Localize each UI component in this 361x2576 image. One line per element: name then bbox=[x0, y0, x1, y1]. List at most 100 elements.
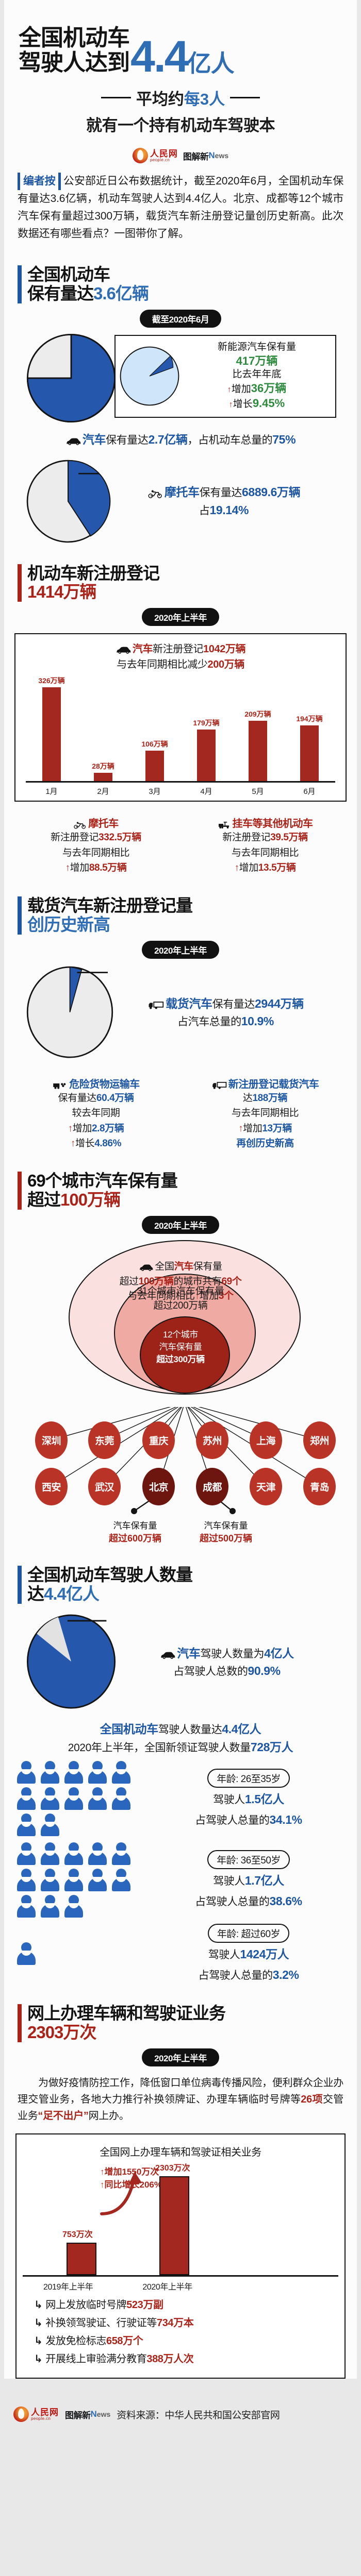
people-logo-en-footer: people.cn bbox=[31, 2416, 51, 2421]
dangerous-goods-title-row: 危险货物运输车 bbox=[12, 1076, 179, 1091]
city-node[interactable]: 苏州 bbox=[196, 1421, 228, 1460]
city-footnotes: 汽车保有量超过600万辆 汽车保有量超过500万辆 bbox=[4, 1520, 357, 1545]
city-node[interactable]: 青岛 bbox=[303, 1468, 336, 1506]
monthly-chart-yoy-pre: 与去年同期相比减少 bbox=[117, 659, 208, 671]
online-chart-title: 全国网上办理车辆和驾驶证相关业务 bbox=[100, 2147, 261, 2159]
section4-date-pill: 2020年上半年 bbox=[142, 1216, 219, 1234]
dg-line2: 较去年同期 bbox=[72, 1108, 120, 1119]
bar-value-label: 209万辆 bbox=[244, 710, 271, 719]
driver-mid: 驾驶人数量为 bbox=[200, 1648, 265, 1660]
driver-pie-chart bbox=[26, 1614, 116, 1709]
bar-column: 106万辆 bbox=[129, 739, 180, 782]
section3-heading-text: 载货汽车新注册登记量 创历史新高 bbox=[27, 896, 193, 935]
section5-heading: 全国机动车驾驶人数量 达4.4亿人 bbox=[18, 1565, 343, 1604]
bullet-text: 网上发放临时号牌 bbox=[45, 2299, 127, 2311]
venn-100w-l3b: 增加 bbox=[199, 1291, 219, 1302]
section2-heading-line2: 1414万辆 bbox=[27, 582, 159, 602]
truck-icon-2 bbox=[211, 1081, 227, 1090]
online-delta-1: ↑增加1550万次 bbox=[100, 2166, 162, 2179]
section5-heading-text: 全国机动车驾驶人数量 达4.4亿人 bbox=[27, 1565, 193, 1604]
bar-category-label: 2019年上半年 bbox=[43, 2283, 93, 2292]
section6-heading-bar bbox=[18, 2004, 22, 2043]
editor-note-tag: 编者按 bbox=[18, 173, 61, 191]
hero-title-line1: 全国机动车 bbox=[19, 25, 130, 50]
bar-category-label: 1月 bbox=[45, 787, 58, 796]
section6-date-pill: 2020年上半年 bbox=[142, 2048, 219, 2067]
person-icon bbox=[17, 1895, 36, 1918]
section3-heading: 载货汽车新注册登记量 创历史新高 bbox=[18, 896, 343, 935]
city-node[interactable]: 重庆 bbox=[142, 1421, 175, 1460]
new-energy-increase-pre: 增加 bbox=[231, 383, 251, 395]
editor-note-section: 编者按公安部近日公布数据统计，截至2020年6月，全国机动车保有量达3.6亿辆，… bbox=[4, 166, 357, 256]
section2-date-pill: 2020年上半年 bbox=[142, 608, 219, 626]
moto-pie-row: 摩托车保有量达6889.6万辆 占19.14% bbox=[18, 456, 343, 545]
motorcycle-share-line: 占19.14% bbox=[111, 501, 336, 519]
up-arrow-icon-8: ↑ bbox=[194, 1291, 200, 1302]
section6-heading-line1: 网上办理车辆和驾驶证业务 bbox=[27, 2004, 226, 2023]
age-group-count: 驾驶人1.5亿人 bbox=[213, 1792, 284, 1806]
section1-heading-bar bbox=[18, 265, 22, 303]
section-online-services: 网上办理车辆和驾驶证业务 2303万次 2020年上半年 bbox=[4, 1987, 357, 2071]
city-node[interactable]: 深圳 bbox=[35, 1421, 68, 1460]
venn-300w-line2: 汽车保有量 bbox=[159, 1342, 202, 1352]
city-node[interactable]: 西安 bbox=[35, 1468, 68, 1506]
age-group-info: 年龄: 超过60岁驾驶人1424万人占驾驶人总量的3.2% bbox=[153, 1924, 344, 1984]
section5-heading-line2b: 4.4亿人 bbox=[44, 1584, 100, 1604]
hero-big-number-wrap: 4.4亿人 bbox=[130, 35, 235, 79]
trailer-registration-col: 挂车等其他机动车 新注册登记39.5万辆 与去年同期相比 ↑增加13.5万辆 bbox=[182, 815, 349, 875]
car-icon-2 bbox=[116, 646, 131, 654]
person-icon bbox=[64, 1869, 84, 1892]
city-node[interactable]: 郑州 bbox=[303, 1421, 336, 1460]
age-range-pill: 年龄: 36至50岁 bbox=[207, 1850, 290, 1870]
section4-heading-line2a: 超过 bbox=[27, 1190, 61, 1210]
trailer-reg-line1: 新注册登记39.5万辆 bbox=[182, 830, 349, 845]
nf-line1-pre: 达 bbox=[242, 1092, 253, 1104]
bullet-value: 388万人次 bbox=[146, 2353, 194, 2365]
trailer-reg-line3-val: 13.5万辆 bbox=[258, 862, 296, 874]
city-node[interactable]: 东莞 bbox=[88, 1421, 121, 1460]
section3-twocol: 危险货物运输车 保有量达60.4万辆 较去年同期 ↑增加2.8万辆 ↑增长4.8… bbox=[4, 1062, 357, 1155]
venn-100w-line2: 超过100万辆的城市共有69个 bbox=[4, 1275, 357, 1290]
bar-column: 194万辆 bbox=[284, 714, 335, 782]
venn-300w-line3: 超过300万辆 bbox=[156, 1354, 205, 1364]
moto-reg-line1-pre: 新注册登记 bbox=[51, 832, 99, 843]
bar-category-label: 2月 bbox=[97, 787, 109, 796]
up-arrow-icon-5: ↑ bbox=[68, 1123, 73, 1134]
bar bbox=[159, 2176, 189, 2276]
city-node[interactable]: 成都 bbox=[196, 1468, 228, 1506]
bullet-item: ↳网上发放临时号牌523万副 bbox=[34, 2296, 335, 2314]
new-energy-pie-chart bbox=[120, 346, 179, 406]
new-energy-label: 新能源汽车保有量 bbox=[217, 342, 296, 352]
person-icon bbox=[64, 1787, 84, 1810]
motorcycle-pie-chart bbox=[26, 460, 111, 543]
hero-section: 全国机动车 驾驶人达到 4.4亿人 平均约每3人 就有一个持有机动车驾驶本 bbox=[4, 0, 357, 141]
venn-100w-l2a: 超过 bbox=[119, 1276, 139, 1287]
bar bbox=[145, 751, 164, 782]
person-icon bbox=[111, 1842, 131, 1866]
arrow-down-right-icon: ↳ bbox=[34, 2335, 43, 2347]
online-para-b: 26项 bbox=[301, 2094, 323, 2106]
dg-line3-val: 2.8万辆 bbox=[91, 1123, 124, 1134]
hero-title-line2: 驾驶人达到 bbox=[19, 49, 130, 75]
dg-line4-pre: 增长 bbox=[75, 1138, 95, 1149]
city-node[interactable]: 北京 bbox=[142, 1468, 175, 1506]
venn-100w-line1: 全国汽车保有量 bbox=[4, 1260, 357, 1275]
new-energy-increase-value: 36万辆 bbox=[251, 381, 287, 395]
new-freight-reg-col: 新注册登记载货汽车 达188万辆 与去年同期相比 ↑增加13万辆 再创历史新高 bbox=[182, 1076, 349, 1151]
dg-line3-pre: 增加 bbox=[72, 1123, 92, 1134]
city-node[interactable]: 武汉 bbox=[88, 1468, 121, 1506]
hazmat-truck-icon bbox=[52, 1081, 68, 1090]
section6-heading-text: 网上办理车辆和驾驶证业务 2303万次 bbox=[27, 2004, 226, 2042]
car-stock-share-pre: ，占机动车总量的 bbox=[187, 434, 273, 446]
section4-heading-line2b: 100万辆 bbox=[60, 1190, 121, 1210]
driver-summary-1c: 4.4亿人 bbox=[222, 1722, 261, 1736]
freight-share-pre: 占汽车总量的 bbox=[177, 1016, 241, 1028]
bar-column: 179万辆 bbox=[180, 718, 232, 782]
city-node[interactable]: 上海 bbox=[250, 1421, 282, 1460]
trailer-reg-title-row: 挂车等其他机动车 bbox=[182, 815, 349, 830]
city-node[interactable]: 天津 bbox=[250, 1468, 282, 1506]
